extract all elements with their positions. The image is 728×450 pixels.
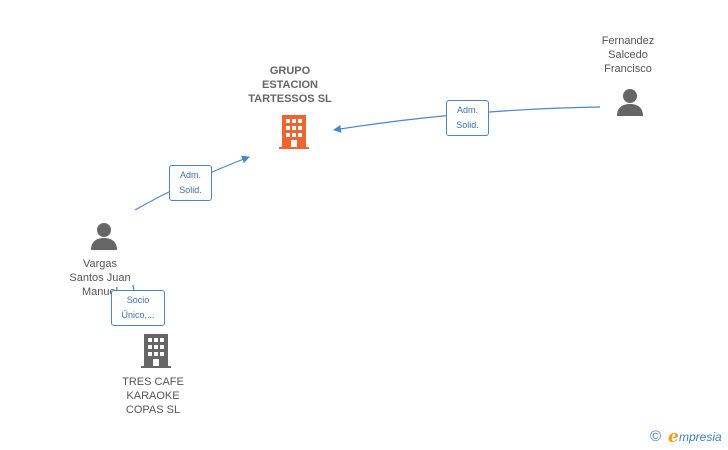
edge-label-line: Adm. — [179, 170, 201, 180]
edge-label-line: Único,... — [121, 310, 155, 320]
copyright-icon: © — [650, 428, 662, 445]
edge-label-line: Adm. — [456, 105, 478, 115]
node-label: TRES CAFE KARAOKE COPAS SL — [122, 376, 184, 416]
edge-label-line: Solid. — [456, 120, 479, 130]
edge-label-line: Solid. — [179, 185, 202, 195]
edge-label-line: Socio — [126, 295, 150, 305]
person-icon — [617, 89, 643, 116]
edge-label-fernandez-adm-solid[interactable]: Adm. Solid. — [446, 100, 489, 136]
edge-label-vargas-adm-solid[interactable]: Adm. Solid. — [169, 165, 212, 201]
building-icon — [279, 115, 309, 149]
node-label: Fernandez Salcedo Francisco — [601, 35, 655, 75]
logo-text: mpresia — [679, 430, 722, 444]
node-label: GRUPO ESTACION TARTESSOS SL — [248, 65, 332, 105]
edge-label-vargas-socio-unico[interactable]: Socio Único,... — [111, 290, 165, 326]
building-icon — [141, 334, 171, 368]
node-label: Vargas Santos Juan Manuel — [69, 258, 131, 298]
person-icon — [91, 223, 117, 250]
logo-e: e — [668, 427, 679, 447]
